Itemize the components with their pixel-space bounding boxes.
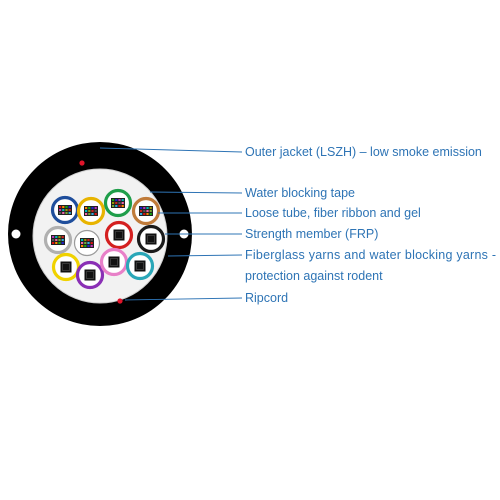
loose-tube [104, 220, 134, 250]
loose-tube [51, 252, 81, 282]
loose-tubes-group [43, 188, 166, 290]
label-outer-jacket: Outer jacket (LSZH) – low smoke emission [245, 145, 482, 159]
label-fiberglass-yarns-line1: Fiberglass yarns and water blocking yarn… [245, 248, 496, 262]
loose-tube [99, 247, 129, 277]
fiber-ribbon-square [113, 229, 125, 241]
ripcord-top-marker [79, 160, 85, 166]
fiber-ribbon-square [60, 261, 72, 273]
leader-line-outer-jacket [99, 147, 243, 153]
fiber-ribbon-stack [80, 238, 94, 248]
loose-tube [75, 260, 105, 290]
label-ripcord: Ripcord [245, 291, 288, 305]
leader-line-fiberglass-yarns [167, 254, 243, 257]
fiber-ribbon-stack [111, 198, 125, 208]
cable-cross-section [8, 142, 192, 326]
leader-lines [99, 147, 243, 301]
ripcord-bottom-marker [117, 298, 123, 304]
leader-line-water-blocking-tape [149, 191, 243, 194]
fiber-ribbon-square [134, 260, 146, 272]
label-water-blocking-tape: Water blocking tape [245, 186, 355, 200]
fiber-ribbon-stack [139, 206, 153, 216]
label-strength-member: Strength member (FRP) [245, 227, 378, 241]
loose-tube [76, 196, 106, 226]
leader-line-ripcord [124, 297, 243, 301]
loose-tube [43, 225, 73, 255]
loose-tube [131, 196, 161, 226]
label-loose-tube: Loose tube, fiber ribbon and gel [245, 206, 421, 220]
loose-tube [73, 229, 101, 257]
fiber-ribbon-stack [84, 206, 98, 216]
loose-tube [136, 224, 166, 254]
fiber-ribbon-square [84, 269, 96, 281]
fiber-ribbon-square [108, 256, 120, 268]
fiber-ribbon-stack [58, 205, 72, 215]
fiber-ribbon-square [145, 233, 157, 245]
loose-tube [125, 251, 155, 281]
loose-tube [103, 188, 133, 218]
left-strength-hole-icon [11, 229, 21, 239]
label-fiberglass-yarns-line2: protection against rodent [245, 269, 383, 283]
loose-tube [50, 195, 80, 225]
labels: Outer jacket (LSZH) – low smoke emission… [245, 145, 496, 305]
fiber-ribbon-stack [51, 235, 65, 245]
